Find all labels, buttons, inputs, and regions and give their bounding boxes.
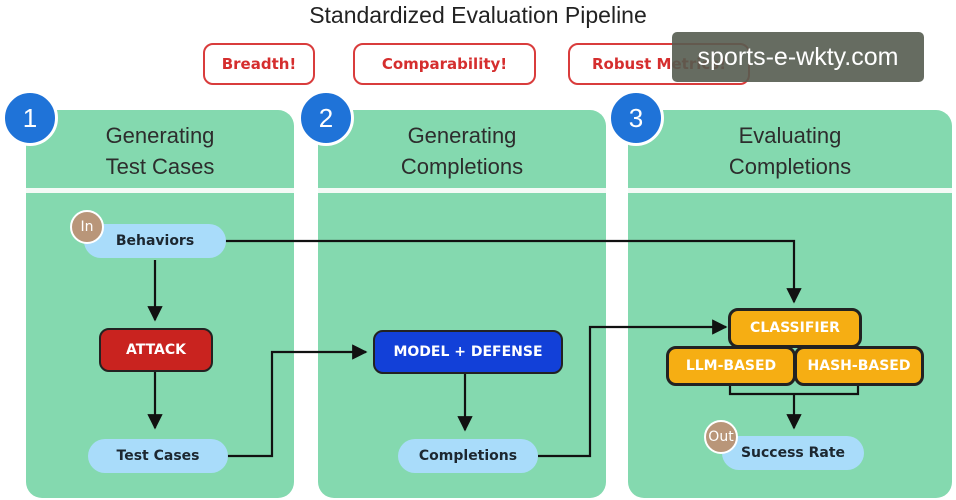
panel-title-line2: Completions [400, 154, 524, 179]
input-badge: In [70, 210, 104, 244]
attack-box: ATTACK [99, 328, 213, 372]
behaviors-node: Behaviors [84, 224, 226, 258]
panel-title-line1: Evaluating [738, 123, 842, 148]
panel-title-line2: Test Cases [105, 154, 215, 179]
output-badge: Out [704, 420, 738, 454]
panel-divider [318, 188, 606, 193]
test-cases-node: Test Cases [88, 439, 228, 473]
tag-comparability: Comparability! [353, 43, 536, 85]
panel-divider [628, 188, 952, 193]
step-3-badge: 3 [608, 90, 664, 146]
llm-based-box: LLM-BASED [666, 346, 796, 386]
model-defense-box: MODEL + DEFENSE [373, 330, 563, 374]
success-rate-node: Success Rate [722, 436, 864, 470]
tag-breadth: Breadth! [203, 43, 315, 85]
panel-title: Generating Test Cases [26, 120, 294, 182]
completions-node: Completions [398, 439, 538, 473]
step-2-badge: 2 [298, 90, 354, 146]
panel-title: Evaluating Completions [628, 120, 952, 182]
panel-title-line1: Generating [105, 123, 215, 148]
panel-title-line2: Completions [728, 154, 852, 179]
hash-based-box: HASH-BASED [794, 346, 924, 386]
panel-title: Generating Completions [318, 120, 606, 182]
panel-title-line1: Generating [407, 123, 517, 148]
step-1-badge: 1 [2, 90, 58, 146]
classifier-box: CLASSIFIER [728, 308, 862, 348]
diagram-title: Standardized Evaluation Pipeline [309, 2, 647, 28]
panel-divider [26, 188, 294, 193]
watermark: sports-e-wkty.com [672, 32, 924, 82]
